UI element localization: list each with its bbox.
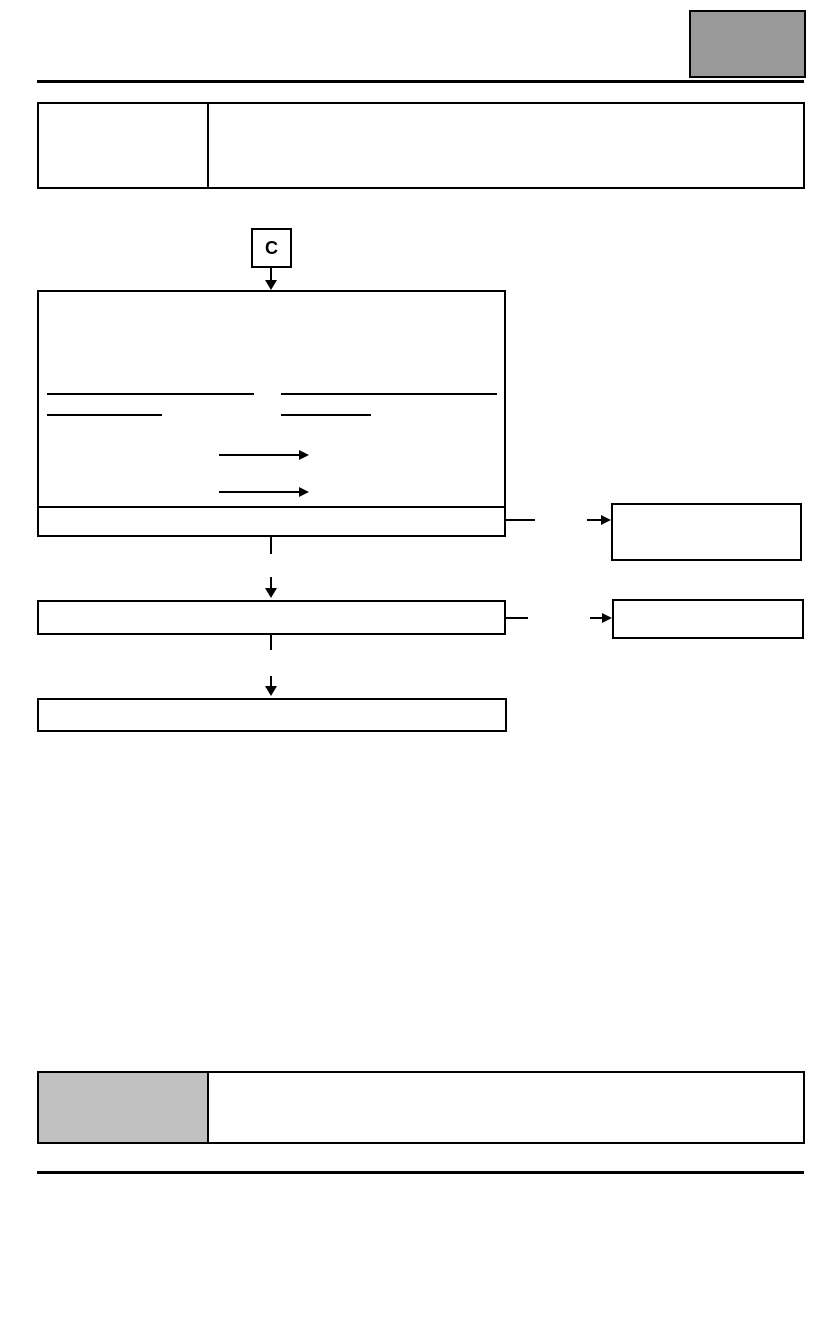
footer-table-divider [207, 1071, 209, 1144]
section-tab [689, 10, 806, 78]
step-box-1-divider [37, 506, 506, 508]
column-header-line-left [47, 393, 254, 395]
footer-table [37, 1071, 805, 1144]
connector-1b [270, 577, 272, 588]
connector-2a [270, 635, 272, 650]
column-header-line-right [281, 393, 497, 395]
branch-line-2a [506, 617, 528, 619]
inner-arrow-line-2 [219, 491, 299, 493]
column-subheader-line-left [47, 414, 162, 416]
header-table-divider [207, 102, 209, 189]
branch-line-1b [587, 519, 601, 521]
branch-line-1a [506, 519, 535, 521]
footer-label-cell [37, 1071, 208, 1144]
branch-arrow-1 [601, 515, 611, 525]
start-node-label: C [265, 237, 278, 258]
arrow-down-1 [265, 280, 277, 290]
connector-2b [270, 676, 272, 686]
result-box-2 [612, 599, 804, 639]
connector-1a [270, 537, 272, 554]
inner-arrow-line-1 [219, 454, 299, 456]
result-box-1 [611, 503, 802, 561]
inner-arrow-head-1 [299, 450, 309, 460]
step-box-2 [37, 600, 506, 635]
arrow-down-3 [265, 686, 277, 696]
step-box-3 [37, 698, 507, 732]
arrow-down-2 [265, 588, 277, 598]
flowchart-start-node: C [251, 228, 292, 268]
connector-start [270, 268, 272, 280]
column-subheader-line-right [281, 414, 371, 416]
step-box-1 [37, 290, 506, 537]
branch-arrow-2 [602, 613, 612, 623]
header-table [37, 102, 805, 189]
header-rule [37, 80, 804, 83]
branch-line-2b [590, 617, 602, 619]
inner-arrow-head-2 [299, 487, 309, 497]
footer-rule [37, 1171, 804, 1174]
